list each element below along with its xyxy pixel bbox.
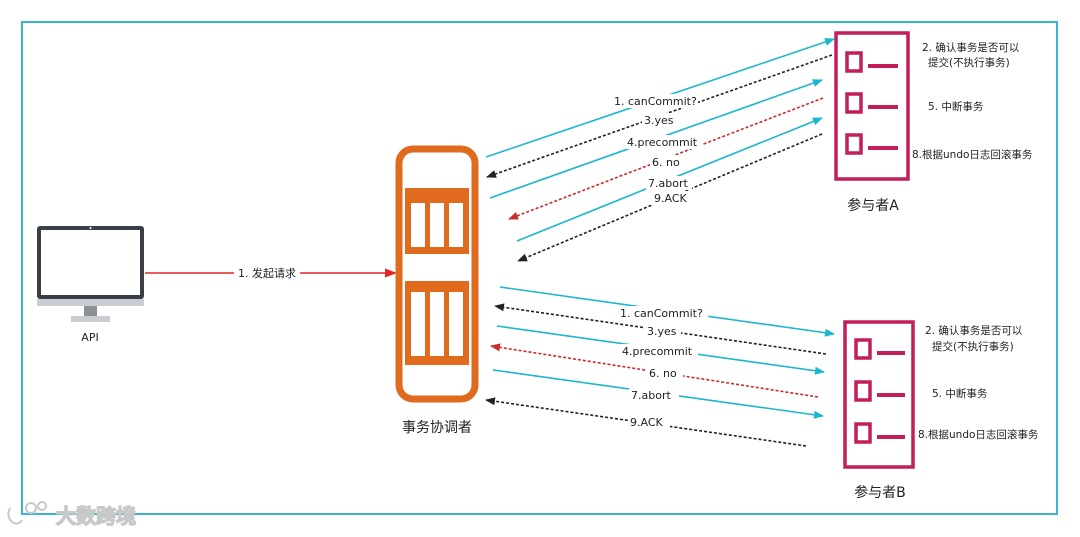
- b-msg-abort: 7.abort: [631, 389, 671, 402]
- diagram-border: [21, 21, 1058, 515]
- coordinator-icon: [395, 145, 479, 403]
- api-label: API: [81, 331, 98, 344]
- a-msg-no: 6. no: [652, 156, 680, 169]
- b-msg-no: 6. no: [649, 367, 677, 380]
- watermark-text: 大数跨境: [56, 504, 136, 528]
- a-msg-cancommit: 1. canCommit?: [614, 95, 697, 108]
- request-label: 1. 发起请求: [238, 266, 296, 280]
- participant-b-note-1: 2. 确认事务是否可以: [925, 324, 1023, 337]
- a-msg-abort: 7.abort: [648, 177, 688, 190]
- a-no-arrow: [508, 97, 824, 220]
- participant-b-note-4: 8.根据undo日志回滚事务: [918, 428, 1039, 441]
- a-msg-yes: 3.yes: [644, 114, 674, 127]
- coordinator-label: 事务协调者: [402, 420, 472, 436]
- b-msg-yes: 3.yes: [647, 325, 677, 338]
- b-msg-precommit: 4.precommit: [622, 345, 693, 358]
- participant-a-note-1: 2. 确认事务是否可以: [922, 41, 1020, 54]
- participant-a-note-4: 8.根据undo日志回滚事务: [912, 148, 1033, 161]
- participant-b-icon: [843, 320, 915, 469]
- b-message-labels: 1. canCommit? 3.yes 4.precommit 6. no 7.…: [618, 306, 708, 429]
- a-message-labels: 1. canCommit? 3.yes 4.precommit 6. no 7.…: [612, 94, 703, 205]
- a-msg-ack: 9.ACK: [654, 192, 688, 205]
- participant-b-note-2: 提交(不执行事务): [932, 340, 1014, 353]
- participant-a-note-3: 5. 中断事务: [928, 100, 984, 113]
- b-msg-ack: 9.ACK: [630, 416, 664, 429]
- participant-a-note-2: 提交(不执行事务): [928, 56, 1010, 69]
- participant-b-label: 参与者B: [854, 484, 906, 501]
- participant-a-icon: [834, 31, 910, 181]
- b-msg-cancommit: 1. canCommit?: [620, 307, 703, 320]
- watermark-logo-icon: [7, 501, 47, 525]
- participant-b-note-3: 5. 中断事务: [932, 387, 988, 400]
- a-msg-precommit: 4.precommit: [627, 136, 698, 149]
- participant-a-label: 参与者A: [847, 197, 899, 214]
- api-monitor-icon: [37, 226, 144, 322]
